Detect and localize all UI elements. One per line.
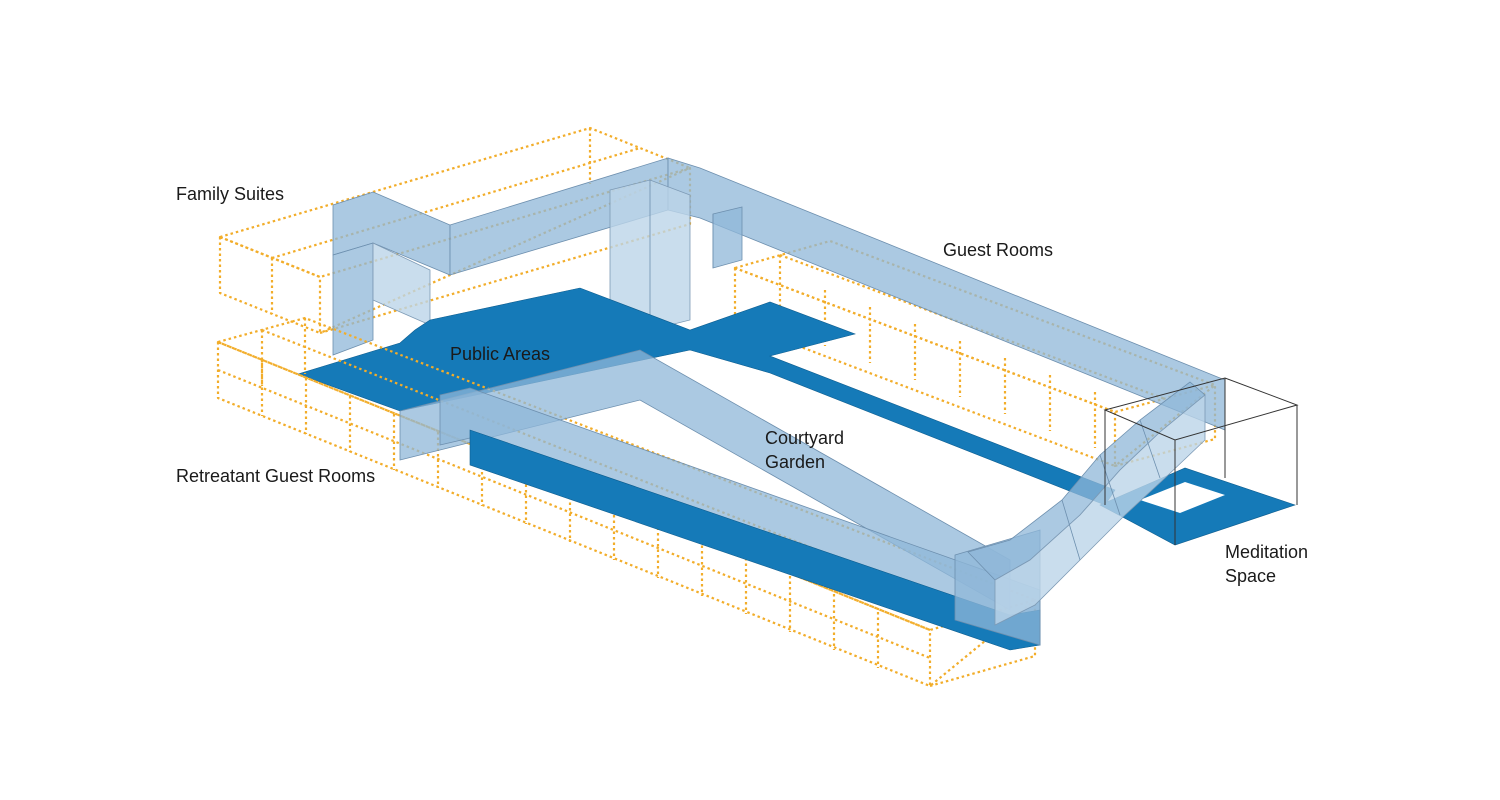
meditation-space-frame [1103,377,1299,545]
label-courtyard: Courtyard [765,428,844,448]
label-meditation: Meditation [1225,542,1308,562]
public-areas-floor [297,287,1116,506]
label-space: Space [1225,566,1276,586]
label-public-areas: Public Areas [450,344,550,364]
upper-glass-corridor [332,157,1226,431]
front-glass-corridor [399,349,1041,651]
label-garden: Garden [765,452,825,472]
label-family-suites: Family Suites [176,184,284,204]
stair-ramp [967,381,1206,626]
label-retreatant-guest-rooms: Retreatant Guest Rooms [176,466,375,486]
label-guest-rooms: Guest Rooms [943,240,1053,260]
